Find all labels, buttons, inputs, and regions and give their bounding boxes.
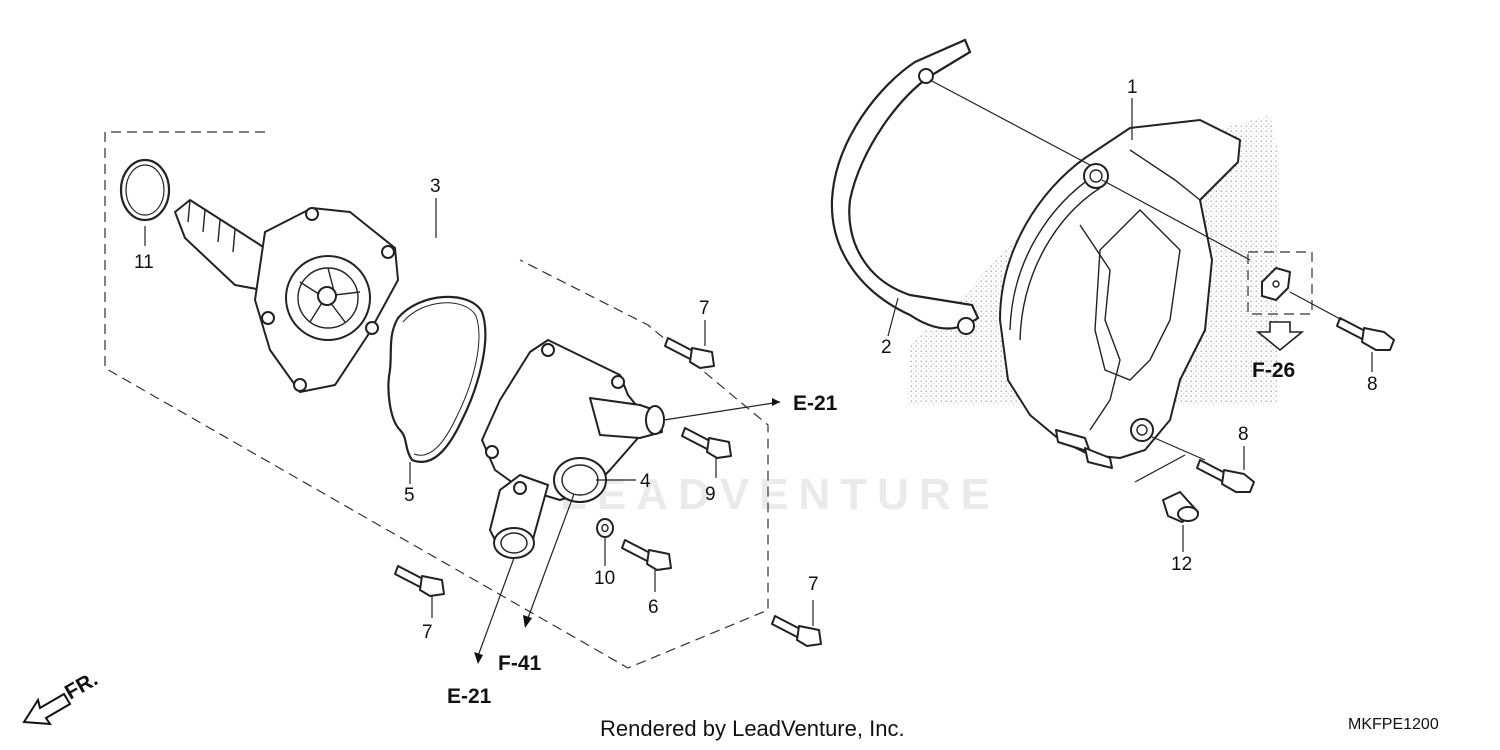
callout-5: 5	[404, 485, 415, 506]
callout-7-upper: 7	[699, 298, 710, 319]
ref-f26: F-26	[1252, 359, 1295, 382]
water-pump-assembly-part-3	[174, 199, 399, 393]
f26-direction-arrow	[1255, 321, 1305, 352]
callout-10: 10	[594, 568, 615, 589]
bolt-part-6	[621, 539, 672, 571]
footer-credit: Rendered by LeadVenture, Inc.	[600, 716, 905, 741]
callout-4: 4	[640, 471, 651, 492]
bolt-part-7-lower-left	[394, 565, 445, 597]
callout-3: 3	[430, 176, 441, 197]
watermark: LEADVENTURE	[559, 470, 1001, 519]
ref-e21-right: E-21	[793, 392, 838, 415]
gasket-part-5	[387, 295, 487, 463]
callout-11: 11	[134, 252, 154, 273]
callout-2: 2	[881, 337, 892, 358]
callout-9: 9	[705, 484, 716, 505]
washer-part-10	[596, 518, 614, 538]
bolt-part-8-upper	[1336, 317, 1395, 351]
clip-part	[1261, 267, 1291, 301]
callout-8-lower: 8	[1238, 424, 1249, 445]
cover-gasket-part-2	[830, 38, 980, 330]
callout-1: 1	[1127, 77, 1138, 98]
crankcase-cover-part-1	[999, 119, 1241, 469]
dowel-part-12	[1162, 491, 1199, 523]
callout-8-upper: 8	[1367, 374, 1378, 395]
ref-e21-bottom: E-21	[447, 685, 492, 708]
bolt-part-7-lower-right	[771, 615, 822, 647]
clip-dashed-box	[1247, 251, 1313, 315]
bolt-part-9	[681, 427, 732, 459]
diagram-code: MKFPE1200	[1348, 716, 1439, 733]
callout-7-lower-right: 7	[808, 574, 819, 595]
bolt-part-7-upper	[664, 337, 715, 369]
ref-f41: F-41	[498, 652, 542, 675]
callout-7-lower-left: 7	[422, 622, 433, 643]
front-direction-arrow: FR.	[22, 667, 102, 726]
pump-cover-part-4	[481, 339, 665, 559]
callout-12: 12	[1171, 554, 1192, 575]
callout-6: 6	[648, 597, 659, 618]
bolt-part-8-lower	[1196, 459, 1255, 493]
o-ring-part-11	[119, 158, 171, 222]
